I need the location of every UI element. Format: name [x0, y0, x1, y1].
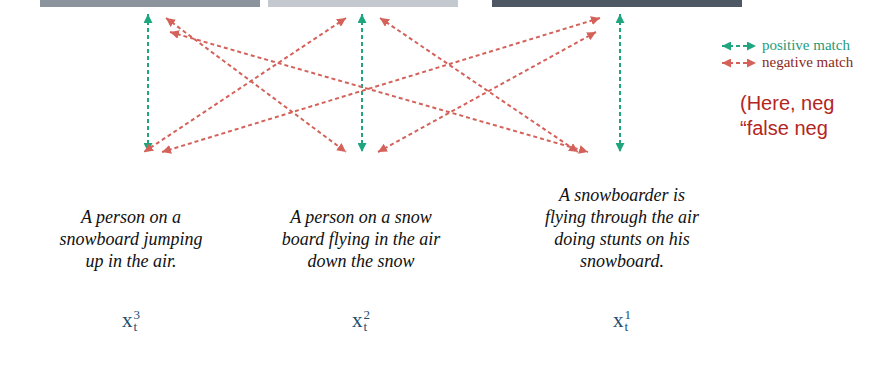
legend-text: negative match — [762, 54, 853, 71]
note-text: (Here, neg — [740, 91, 835, 115]
negative-match-arrow — [378, 32, 596, 152]
caption-node: A person on a snowboard jumping up in th… — [53, 206, 209, 272]
superscript: 3 — [134, 309, 141, 321]
index-stack: 2t — [364, 309, 371, 333]
image-strip — [40, 0, 260, 7]
positive-match-arrow — [361, 14, 363, 152]
negative-match-arrow — [144, 18, 346, 152]
variable-symbol: x — [613, 308, 624, 332]
negative-match-arrow — [380, 18, 578, 152]
note-text: “false neg — [740, 116, 828, 140]
subscript: t — [364, 321, 371, 333]
variable-label: x3t — [53, 308, 209, 333]
negative-sample — [722, 62, 756, 64]
variable-label: x2t — [276, 308, 446, 333]
image-strip — [492, 0, 742, 7]
index-stack: 1t — [625, 309, 632, 333]
image-strip — [268, 0, 458, 7]
superscript: 1 — [625, 309, 632, 321]
superscript: 2 — [364, 309, 371, 321]
variable-symbol: x — [122, 308, 133, 332]
index-stack: 3t — [134, 309, 141, 333]
caption-text: A snowboarder is flying through the air … — [542, 184, 702, 272]
positive-match-arrow — [619, 14, 621, 152]
caption-node: A snowboarder is flying through the air … — [542, 184, 702, 272]
caption-node: A person on a snow board flying in the a… — [276, 206, 446, 272]
caption-text: A person on a snowboard jumping up in th… — [53, 206, 209, 272]
variable-label: x1t — [542, 308, 702, 333]
negative-match-arrow — [162, 18, 600, 152]
caption-text: A person on a snow board flying in the a… — [276, 206, 446, 272]
positive-sample — [722, 45, 756, 47]
positive-match-arrow — [147, 14, 149, 152]
legend-text: positive match — [762, 37, 850, 54]
subscript: t — [134, 321, 141, 333]
variable-symbol: x — [352, 308, 363, 332]
subscript: t — [625, 321, 632, 333]
